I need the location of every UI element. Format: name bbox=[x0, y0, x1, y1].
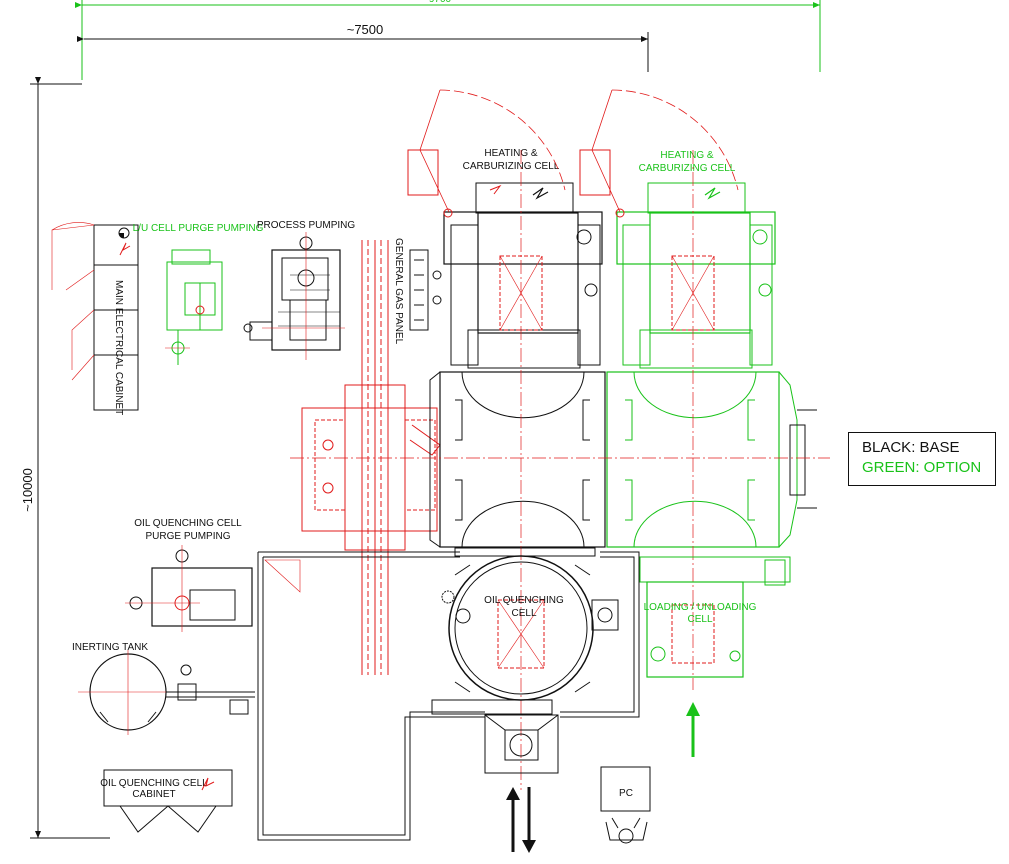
inerting-tank-label: INERTING TANK bbox=[72, 642, 148, 653]
pc-workstation: PC bbox=[600, 766, 651, 844]
heating-base-label: HEATING & CARBURIZING CELL bbox=[435, 154, 588, 165]
transfer-chamber-option bbox=[606, 371, 798, 548]
heating-cell-base: HEATING & CARBURIZING CELL HEATING & CAR… bbox=[407, 89, 603, 369]
load-arrows-black bbox=[506, 787, 536, 853]
oq-purge-label-1: OIL QUENCHING CELL bbox=[134, 518, 242, 529]
heating-base-label-2: CARBURIZING CELL bbox=[463, 161, 560, 172]
lu-cell-label-2: CELL bbox=[687, 614, 712, 625]
lu-purge-pumping: L/U CELL PURGE PUMPING bbox=[133, 223, 264, 365]
process-pumping-label: PROCESS PUMPING bbox=[257, 220, 356, 231]
dimension-width: ~7500 bbox=[77, 22, 649, 72]
oil-quenching-cell: OIL QUENCHING CELL OIL QUENCHING CELL bbox=[431, 547, 619, 715]
oq-purge-label: OIL QUENCHING CELL PURGE PUMPING bbox=[91, 524, 286, 535]
lu-cell-label-1: LOADING / UNLOADING bbox=[644, 602, 757, 613]
legend-base: BLACK: BASE bbox=[862, 439, 960, 456]
oq-cell-label: OIL QUENCHING CELL bbox=[470, 602, 578, 613]
dimension-height-label: ~10000 bbox=[20, 468, 35, 512]
elevator-pit bbox=[484, 714, 559, 774]
loading-unloading-cell: LOADING / UNLOADING CELL LOADING / UNLOA… bbox=[630, 556, 791, 757]
oq-cabinet: OIL QUENCHING CELL CABINET OIL QUENCHING… bbox=[100, 769, 233, 833]
heating-option-label-1: HEATING & bbox=[660, 150, 713, 161]
gas-pipes bbox=[361, 240, 389, 675]
main-electrical-cabinet: MAIN ELECTRICAL CABINET bbox=[51, 222, 139, 415]
inerting-tank: INERTING TANK bbox=[72, 642, 255, 735]
legend-option: GREEN: OPTION bbox=[862, 459, 982, 476]
gas-panel-label: GENERAL GAS PANEL bbox=[393, 238, 404, 345]
oq-cell-label-1: OIL QUENCHING bbox=[484, 595, 564, 606]
lu-cell-label: LOADING / UNLOADING CELL bbox=[630, 608, 771, 619]
transfer-door-right bbox=[789, 409, 817, 509]
dimension-height: ~10000 bbox=[20, 77, 110, 839]
heating-option-label: HEATING & CARBURIZING CELL bbox=[611, 157, 764, 168]
lu-purge-label: L/U CELL PURGE PUMPING bbox=[133, 223, 264, 234]
oq-cabinet-label-1: OIL QUENCHING CELL bbox=[100, 778, 208, 789]
main-cabinet-label: MAIN ELECTRICAL CABINET bbox=[113, 280, 124, 415]
dimension-top-label: 9700 bbox=[429, 0, 452, 5]
legend: BLACK: BASE GREEN: OPTION bbox=[848, 432, 996, 486]
pc-label: PC bbox=[619, 788, 633, 799]
oq-cabinet-label-2: CABINET bbox=[132, 789, 175, 800]
oq-cell-label-2: CELL bbox=[511, 608, 536, 619]
heating-option-label-2: CARBURIZING CELL bbox=[639, 163, 736, 174]
general-gas-panel: GENERAL GAS PANEL bbox=[393, 238, 442, 345]
oq-purge-pumping: OIL QUENCHING CELL PURGE PUMPING OIL QUE… bbox=[91, 518, 286, 632]
heating-cell-option: HEATING & CARBURIZING CELL HEATING & CAR… bbox=[579, 89, 776, 369]
dimension-width-label: ~7500 bbox=[347, 22, 384, 37]
process-pumping: PROCESS PUMPING bbox=[243, 220, 356, 360]
transfer-chamber-base bbox=[429, 371, 606, 548]
oq-purge-label-2: PURGE PUMPING bbox=[145, 531, 230, 542]
centre-lines bbox=[290, 150, 830, 790]
dimension-top: 9700 bbox=[75, 0, 821, 80]
heating-base-label-1: HEATING & bbox=[484, 148, 537, 159]
room-outline bbox=[257, 551, 640, 841]
transfer-module-red bbox=[301, 384, 441, 551]
